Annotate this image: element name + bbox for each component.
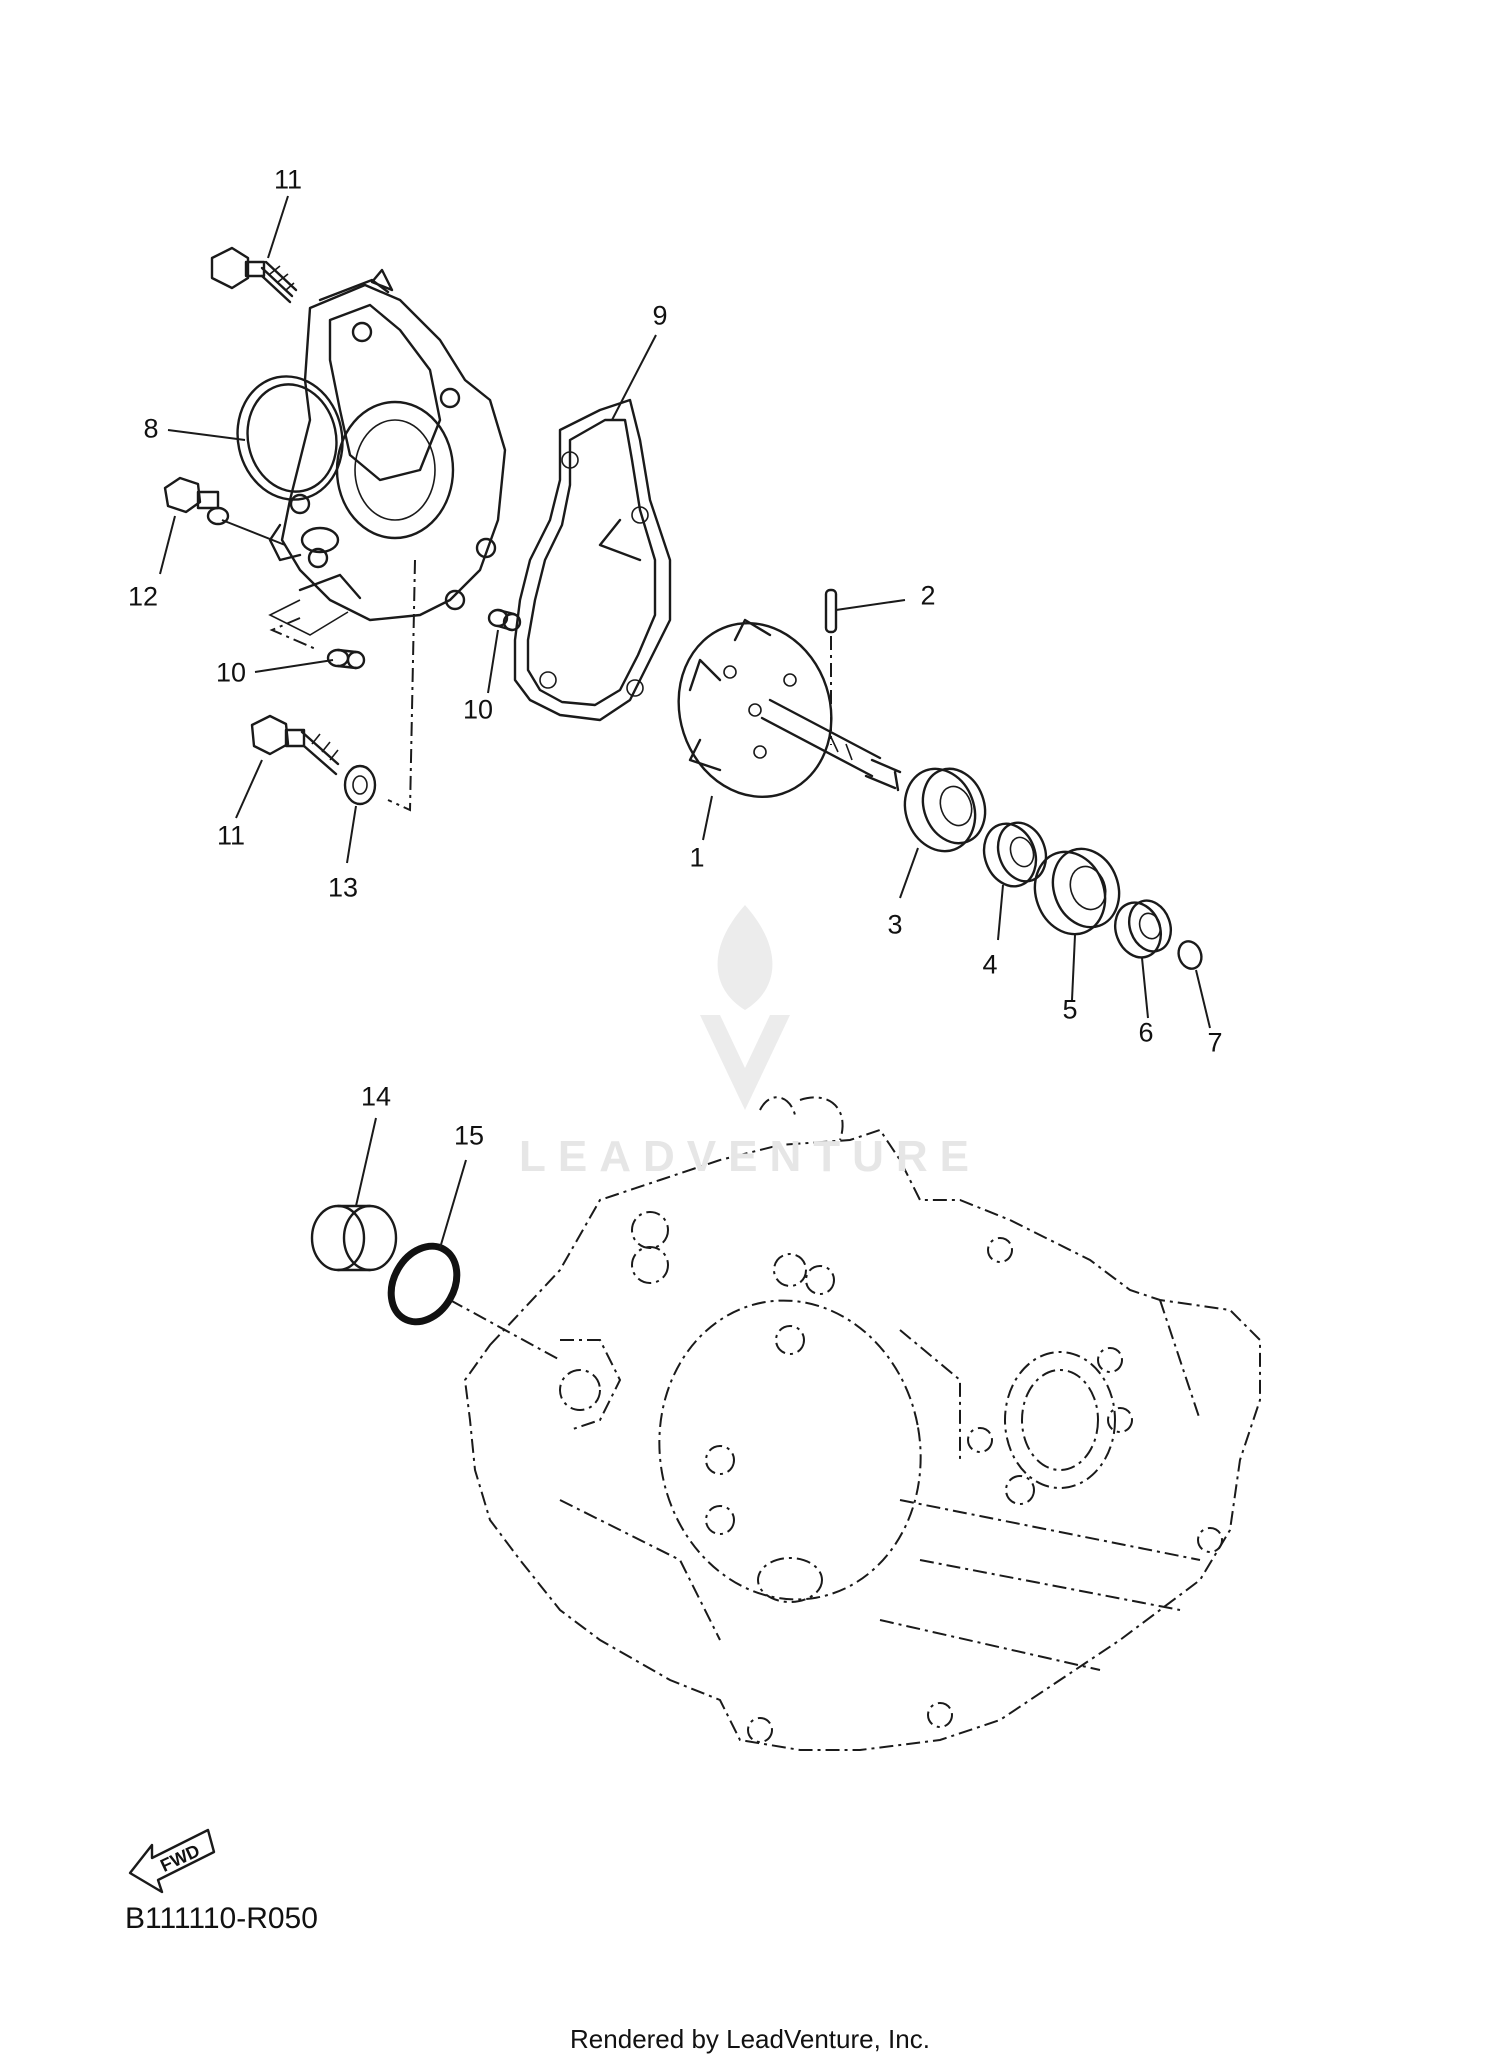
gasket-9	[513, 398, 672, 722]
circlip-7	[1177, 940, 1203, 970]
dowel-pin-10-right	[487, 608, 522, 632]
watermark-text: LEADVENTURE	[518, 1132, 982, 1181]
crankcase	[463, 1096, 1261, 1751]
callout-6: 6	[1138, 1017, 1154, 1048]
assembly-line-b	[269, 617, 319, 651]
callout-2: 2	[920, 580, 936, 611]
callout-1: 1	[689, 842, 705, 873]
callout-11-lower: 11	[216, 820, 246, 851]
o-ring-8	[236, 375, 344, 501]
assembly-line-a	[387, 559, 416, 812]
dowel-pin-10-left	[326, 648, 366, 670]
impeller-shaft-1	[677, 618, 902, 799]
callout-7: 7	[1207, 1027, 1223, 1058]
oil-seal-4	[982, 821, 1048, 888]
fwd-arrow-icon: FWD	[128, 1828, 216, 1894]
bolt-top-11	[210, 246, 298, 304]
callout-5: 5	[1062, 994, 1078, 1025]
leader-lines	[159, 195, 1211, 1249]
callout-14: 14	[360, 1081, 392, 1112]
callout-15: 15	[453, 1120, 485, 1151]
o-ring-15	[387, 1242, 461, 1326]
callout-3: 3	[887, 909, 903, 940]
oil-seal-6	[1114, 899, 1172, 959]
callout-8: 8	[143, 413, 159, 444]
bolt-lower-11	[250, 714, 340, 776]
diagram-code: B111110-R050	[125, 1902, 318, 1935]
callout-9: 9	[652, 300, 668, 331]
washer-13	[343, 764, 377, 806]
watermark-logo	[700, 905, 790, 1110]
callout-13: 13	[327, 872, 359, 903]
bolt-12	[163, 476, 286, 546]
bearing-3	[903, 767, 987, 853]
pin-2	[824, 588, 838, 634]
callout-11-top: 11	[273, 164, 303, 195]
pump-cover	[268, 268, 507, 636]
fwd-label: FWD	[157, 1840, 203, 1875]
collar-14	[310, 1204, 398, 1272]
callout-10-right: 10	[462, 694, 494, 725]
callout-10-left: 10	[215, 657, 247, 688]
bearing-5	[1033, 847, 1121, 936]
callout-4: 4	[982, 949, 998, 980]
footer-credit: Rendered by LeadVenture, Inc.	[570, 2024, 930, 2054]
callout-12: 12	[127, 581, 159, 612]
